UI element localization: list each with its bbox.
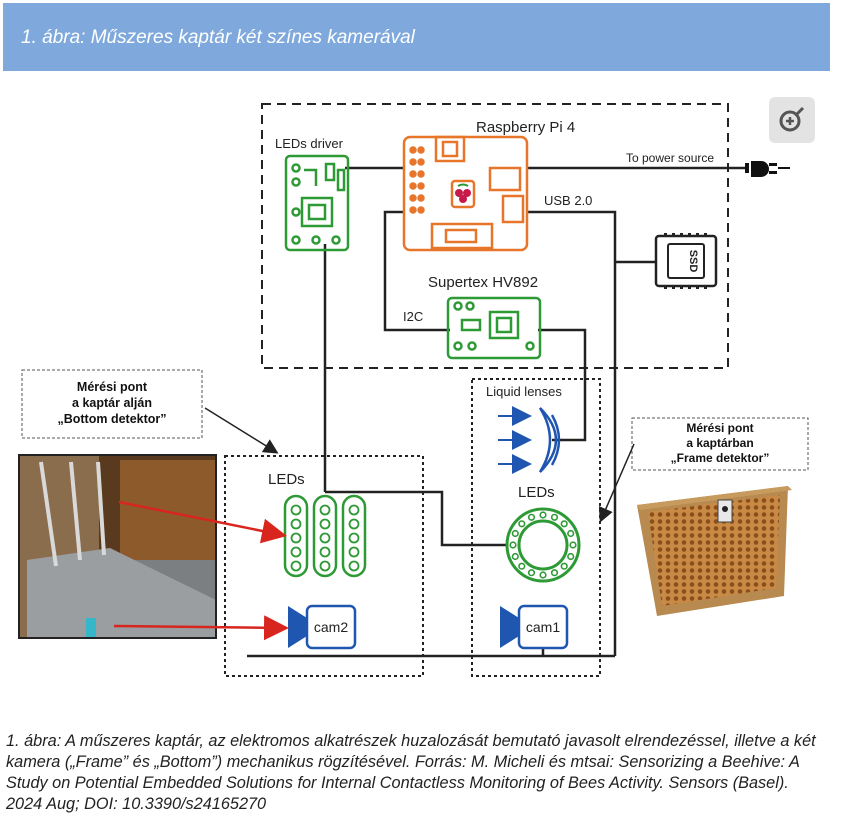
leds-driver-label: LEDs driver <box>275 136 344 151</box>
system-box <box>261 103 729 369</box>
ring-led <box>505 507 581 583</box>
cam1-label: cam1 <box>526 619 560 635</box>
zoom-in-icon <box>779 106 805 132</box>
callout-bottom-line1: Mérési pont <box>77 380 148 394</box>
raspberry-label: Raspberry Pi 4 <box>476 119 575 136</box>
ring-led-dot <box>511 529 519 538</box>
leds-left-label: LEDs <box>268 471 305 488</box>
ring-led-dot <box>550 569 559 577</box>
zoom-button[interactable] <box>769 97 815 143</box>
usb-label: USB 2.0 <box>544 193 592 208</box>
callout-frame: Mérési pont a kaptárban „Frame detektor” <box>598 417 809 523</box>
ssd-label: SSD <box>687 250 699 273</box>
frame-box <box>471 378 601 677</box>
figure-caption: 1. ábra: A műszeres kaptár, az elektromo… <box>6 732 816 813</box>
power-plug-icon <box>745 161 790 177</box>
liquid-lens <box>498 406 561 474</box>
callout-frame-line2: a kaptárban <box>686 436 753 450</box>
callout-bottom-line3: „Bottom detektor” <box>57 412 166 426</box>
figure-title: 1. ábra: Műszeres kaptár két színes kame… <box>21 27 415 48</box>
liquid-lenses-label: Liquid lenses <box>486 384 562 399</box>
cam2-label: cam2 <box>314 619 348 635</box>
ring-led-dot <box>509 541 517 549</box>
power-label: To power source <box>626 151 714 165</box>
ring-led-dot <box>511 552 519 561</box>
ring-led-dot <box>560 520 568 528</box>
ring-led-dot <box>569 541 577 549</box>
callout-frame-line1: Mérési pont <box>686 421 753 435</box>
supertex-board <box>446 296 542 360</box>
ring-led-dot <box>560 562 568 570</box>
ring-led-dot <box>550 513 559 521</box>
callout-bottom-line2: a kaptár alján <box>72 396 152 410</box>
cam2-camera: cam2 <box>288 604 357 650</box>
raspberry-logo <box>455 183 471 203</box>
raspberry-pi-board <box>402 135 529 252</box>
ring-led-dot <box>539 511 547 519</box>
callout-bottom: Mérési pont a kaptár alján „Bottom detek… <box>21 369 279 454</box>
ring-led-dot <box>539 571 547 579</box>
leds-right-label: LEDs <box>518 484 555 501</box>
hive-bottom-photo <box>18 454 289 641</box>
wires <box>247 166 745 658</box>
i2c-label: I2C <box>403 309 423 324</box>
cam1-camera: cam1 <box>500 604 569 650</box>
ssd-drive: SSD <box>654 233 718 289</box>
callout-frame-line3: „Frame detektor” <box>671 451 770 465</box>
frame-photo <box>637 486 792 616</box>
led-strips <box>283 494 367 578</box>
ring-led-dot <box>567 529 575 538</box>
figure-header: 1. ábra: Műszeres kaptár két színes kame… <box>3 3 830 71</box>
leds-driver-board <box>284 154 350 252</box>
ring-led-dot <box>527 569 536 577</box>
beehive-wiring-diagram: SSD cam2 <box>18 103 809 677</box>
ring-led-dot <box>518 562 526 570</box>
ring-led-dot <box>567 552 575 561</box>
supertex-label: Supertex HV892 <box>428 274 538 291</box>
ring-led-dot <box>518 520 526 528</box>
ring-led-dot <box>527 513 536 521</box>
